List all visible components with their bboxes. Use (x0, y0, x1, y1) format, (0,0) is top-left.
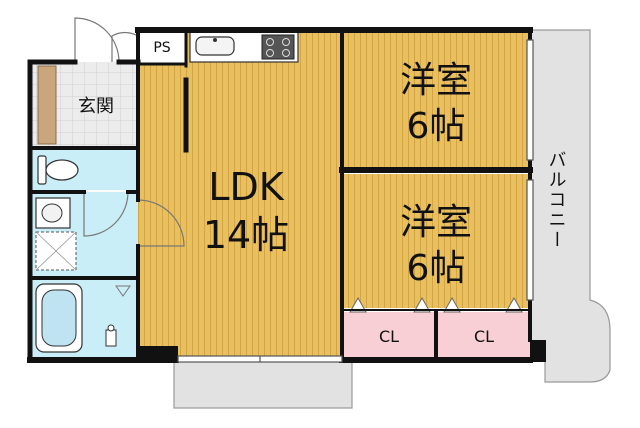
western-room-2-floor (342, 174, 530, 308)
closet-1-label: CL (379, 327, 399, 346)
western-room-1-floor (342, 30, 530, 170)
wall-pillar (530, 340, 546, 362)
wall-pillar (138, 346, 178, 362)
bath-door (115, 285, 131, 297)
entrance-label: 玄関 (78, 96, 114, 117)
washer-pan-icon (35, 231, 77, 271)
closet-2-label: CL (474, 327, 494, 346)
windows (177, 39, 534, 363)
ps-box (138, 30, 186, 64)
stove-icon (261, 34, 295, 60)
closet-doors (349, 296, 523, 313)
balcony-label: バルコニー (546, 150, 567, 250)
shower-icon (105, 324, 117, 347)
front-balcony (173, 359, 353, 409)
entrance-step (37, 65, 57, 145)
western-room-1-name: 洋室 (400, 60, 472, 101)
ldk-name: LDK (208, 165, 284, 209)
ps-door (111, 31, 139, 62)
western-room-2-name: 洋室 (400, 202, 472, 243)
closet-1 (344, 312, 434, 360)
ldk-floor (138, 30, 342, 360)
western-room-1-size: 6帖 (407, 106, 466, 147)
ps-label: PS (153, 40, 170, 56)
ldk-door (137, 199, 185, 247)
ldk-size: 14帖 (203, 213, 289, 257)
western-room-2-size: 6帖 (407, 248, 466, 289)
washroom-door (83, 191, 129, 237)
bathtub-icon (35, 283, 83, 353)
closet-2 (438, 312, 530, 360)
washbasin-icon (35, 197, 71, 229)
entry-door (74, 17, 120, 63)
sink-icon (195, 36, 235, 56)
toilet-icon (37, 155, 79, 185)
faucet-icon (213, 38, 217, 42)
balcony-area (529, 29, 611, 383)
